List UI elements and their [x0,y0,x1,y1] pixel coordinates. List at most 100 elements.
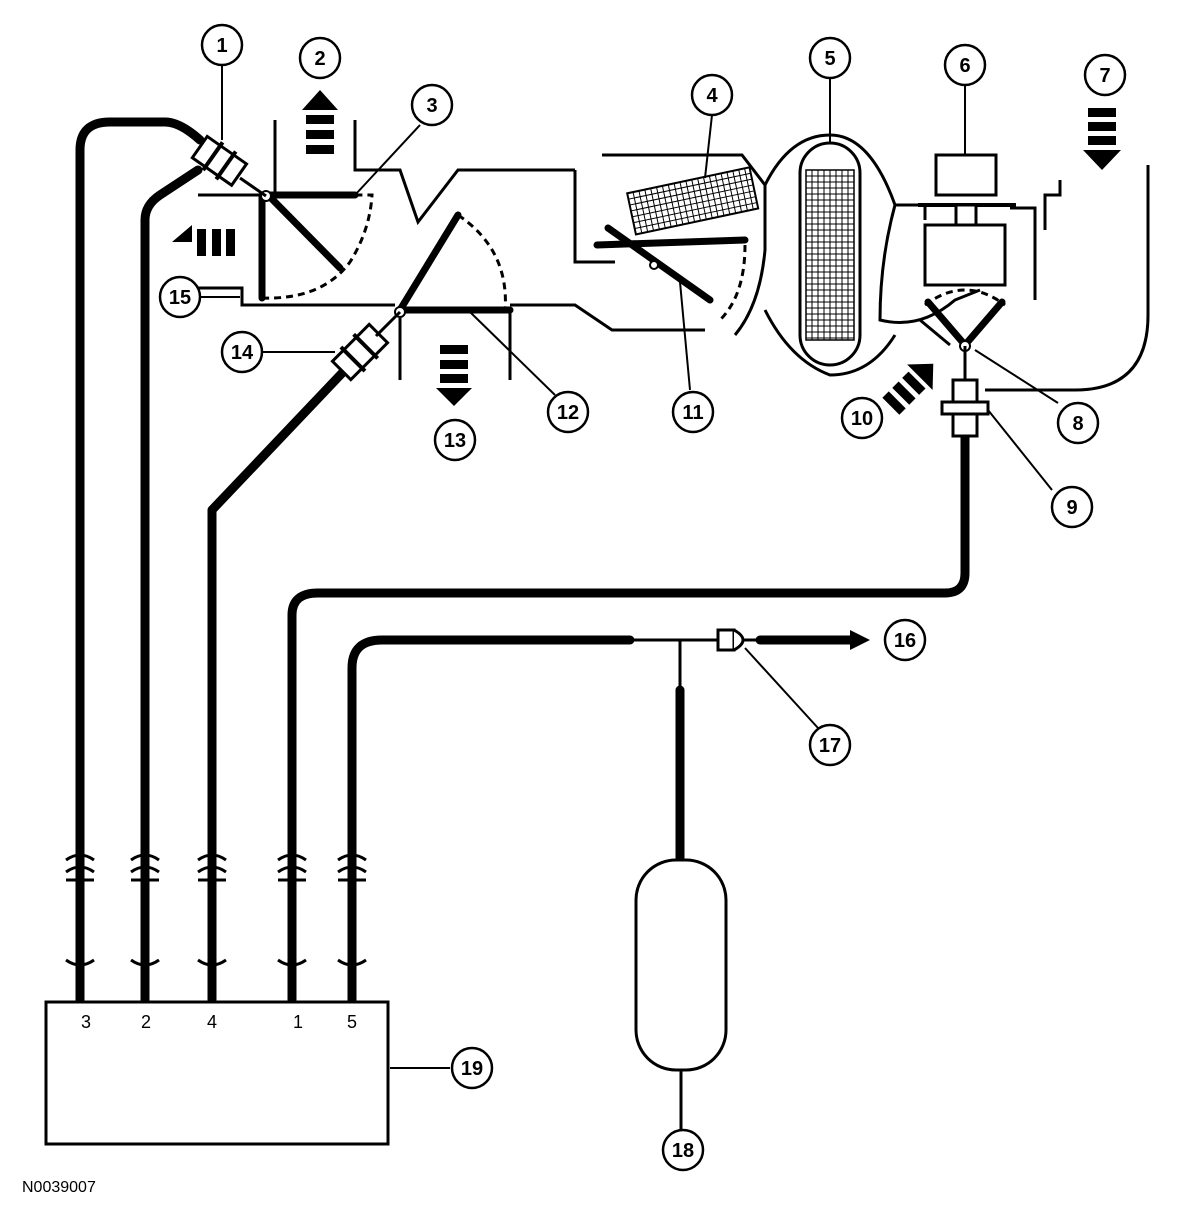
svg-text:13: 13 [444,430,466,452]
door-8-wall [919,318,951,347]
actuator-1 [190,134,249,188]
callout-6: 6 [943,43,987,87]
connector-port-1-lower [277,958,307,967]
port-label: 5 [347,1012,357,1032]
airflow-15-arrow [172,225,192,259]
duct-blend-right [733,185,767,336]
door-8-left [924,298,969,349]
door-11-b [604,224,714,304]
svg-text:10: 10 [851,408,873,430]
duct-lower-wall [510,303,705,332]
door-8-swing [924,288,1006,307]
connector-port-3-lower [65,958,95,967]
port-label: 2 [141,1012,151,1032]
duct-inlet-left [1010,206,1037,300]
callout-leaders [200,66,1059,1069]
callout-18: 18 [661,1128,705,1172]
port-label: 3 [81,1012,91,1032]
svg-text:19: 19 [461,1058,483,1080]
actuator-14-rod [374,310,402,338]
control-ports: 3 2 4 1 5 [81,1012,357,1032]
svg-text:5: 5 [824,48,835,70]
connector-port-3 [65,853,95,882]
check-valve [716,628,762,652]
arrow-to-source [850,630,870,650]
door-12 [396,211,462,314]
svg-text:17: 17 [819,735,841,757]
hose-port-2 [140,165,203,1005]
hvac-duct [198,120,1150,392]
callout-7: 7 [1083,53,1127,97]
svg-text:9: 9 [1066,497,1077,519]
actuator-1-rod [239,176,267,198]
blower-motor [918,153,1016,287]
callout-16: 16 [883,618,927,662]
callout-11: 11 [671,390,715,434]
connector-port-5-lower [337,958,367,967]
callout-17: 17 [808,723,852,767]
port-label: 1 [293,1012,303,1032]
svg-text:14: 14 [231,342,254,364]
drawing-code: N0039007 [22,1179,96,1196]
hose-port-1 [287,460,970,1005]
airflow-arrows [172,90,1121,415]
callout-5: 5 [808,36,852,80]
callout-9: 9 [1050,485,1094,529]
doors [258,190,1006,352]
airflow-2-arrow [302,90,338,110]
port-label: 4 [207,1012,217,1032]
airflow-13-arrow [440,345,468,354]
svg-text:18: 18 [672,1140,694,1162]
hose-connectors [65,853,367,967]
connector-port-5 [337,853,367,882]
duct-blend-top [602,153,767,186]
actuator-14 [330,322,390,382]
callout-2: 2 [298,36,342,80]
svg-text:15: 15 [169,287,191,309]
door-11-swing [718,244,747,322]
door-11-a [593,236,749,249]
svg-text:2: 2 [314,48,325,70]
callout-8: 8 [1056,401,1100,445]
heater-core [626,166,760,236]
duct-inlet-step [1043,180,1062,230]
door-12-swing [457,213,507,313]
door-3 [264,191,344,272]
door-3-swing [261,193,374,300]
callout-3: 3 [410,83,454,127]
hose-port-3 [75,117,205,1005]
duct-blend-chamber [573,170,615,264]
duct-defrost-right [353,120,575,226]
vacuum-reservoir [634,858,728,1072]
duct-outside-air [985,165,1150,392]
svg-text:11: 11 [682,402,703,424]
vacuum-hoses [75,117,970,1005]
door-11-pivot [649,260,659,270]
connector-port-2-lower [130,958,160,967]
callout-15: 15 [158,275,202,319]
connector-port-1 [277,853,307,882]
connector-port-4-lower [197,958,227,967]
callout-4: 4 [690,73,734,117]
callout-1: 1 [200,23,244,67]
callout-12: 12 [546,390,590,434]
door-8-right [961,298,1006,349]
airflow-7-arrow [1088,108,1116,117]
actuator-9 [940,346,990,470]
svg-text:4: 4 [706,85,718,107]
airflow-10-arrow [882,363,934,415]
callout-13: 13 [433,418,477,462]
connector-port-4 [197,853,227,882]
control-assembly-box [44,1000,390,1146]
svg-text:7: 7 [1099,65,1110,87]
callout-19: 19 [450,1046,494,1090]
svg-text:16: 16 [894,630,916,652]
evaporator-core [798,141,862,367]
svg-text:12: 12 [557,402,579,424]
svg-text:8: 8 [1072,413,1083,435]
svg-text:1: 1 [216,35,227,57]
svg-text:3: 3 [426,95,437,117]
connector-port-2 [130,853,160,882]
callout-10: 10 [840,396,884,440]
